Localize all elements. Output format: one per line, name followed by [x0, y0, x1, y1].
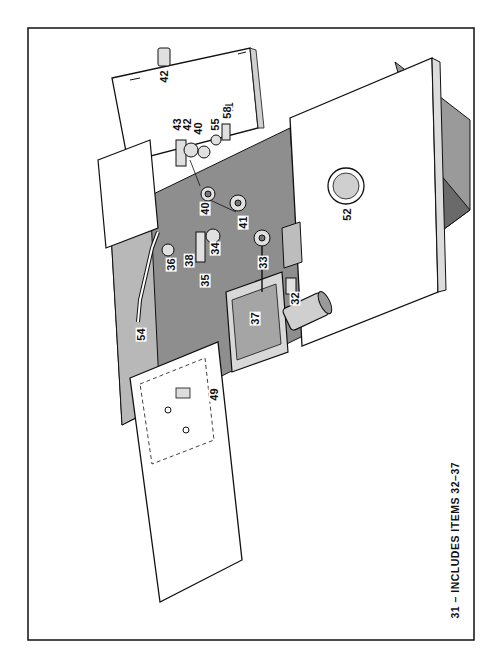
callout-number: 42	[182, 117, 193, 131]
callout-number: 40	[200, 201, 211, 215]
callout-number: 55	[210, 117, 221, 131]
callout-number: 34	[210, 241, 221, 255]
callout-number: 49	[209, 387, 220, 401]
callout-number: 36	[166, 257, 177, 271]
note-text: 31 – INCLUDES ITEMS 32–37	[450, 462, 461, 619]
callout-number: 58	[222, 105, 233, 119]
callout-number: 38	[184, 253, 195, 267]
callout-number: 35	[200, 273, 211, 287]
callout-number: 42	[159, 69, 170, 83]
callout-number: 32	[290, 291, 301, 305]
frame	[28, 28, 474, 640]
callout-number: 37	[250, 311, 261, 325]
callout-number: 33	[258, 255, 269, 269]
callout-number: 41	[238, 215, 249, 229]
callout-number: 40	[193, 121, 204, 135]
callout-number: 54	[136, 327, 147, 341]
callout-number: 52	[342, 207, 353, 221]
